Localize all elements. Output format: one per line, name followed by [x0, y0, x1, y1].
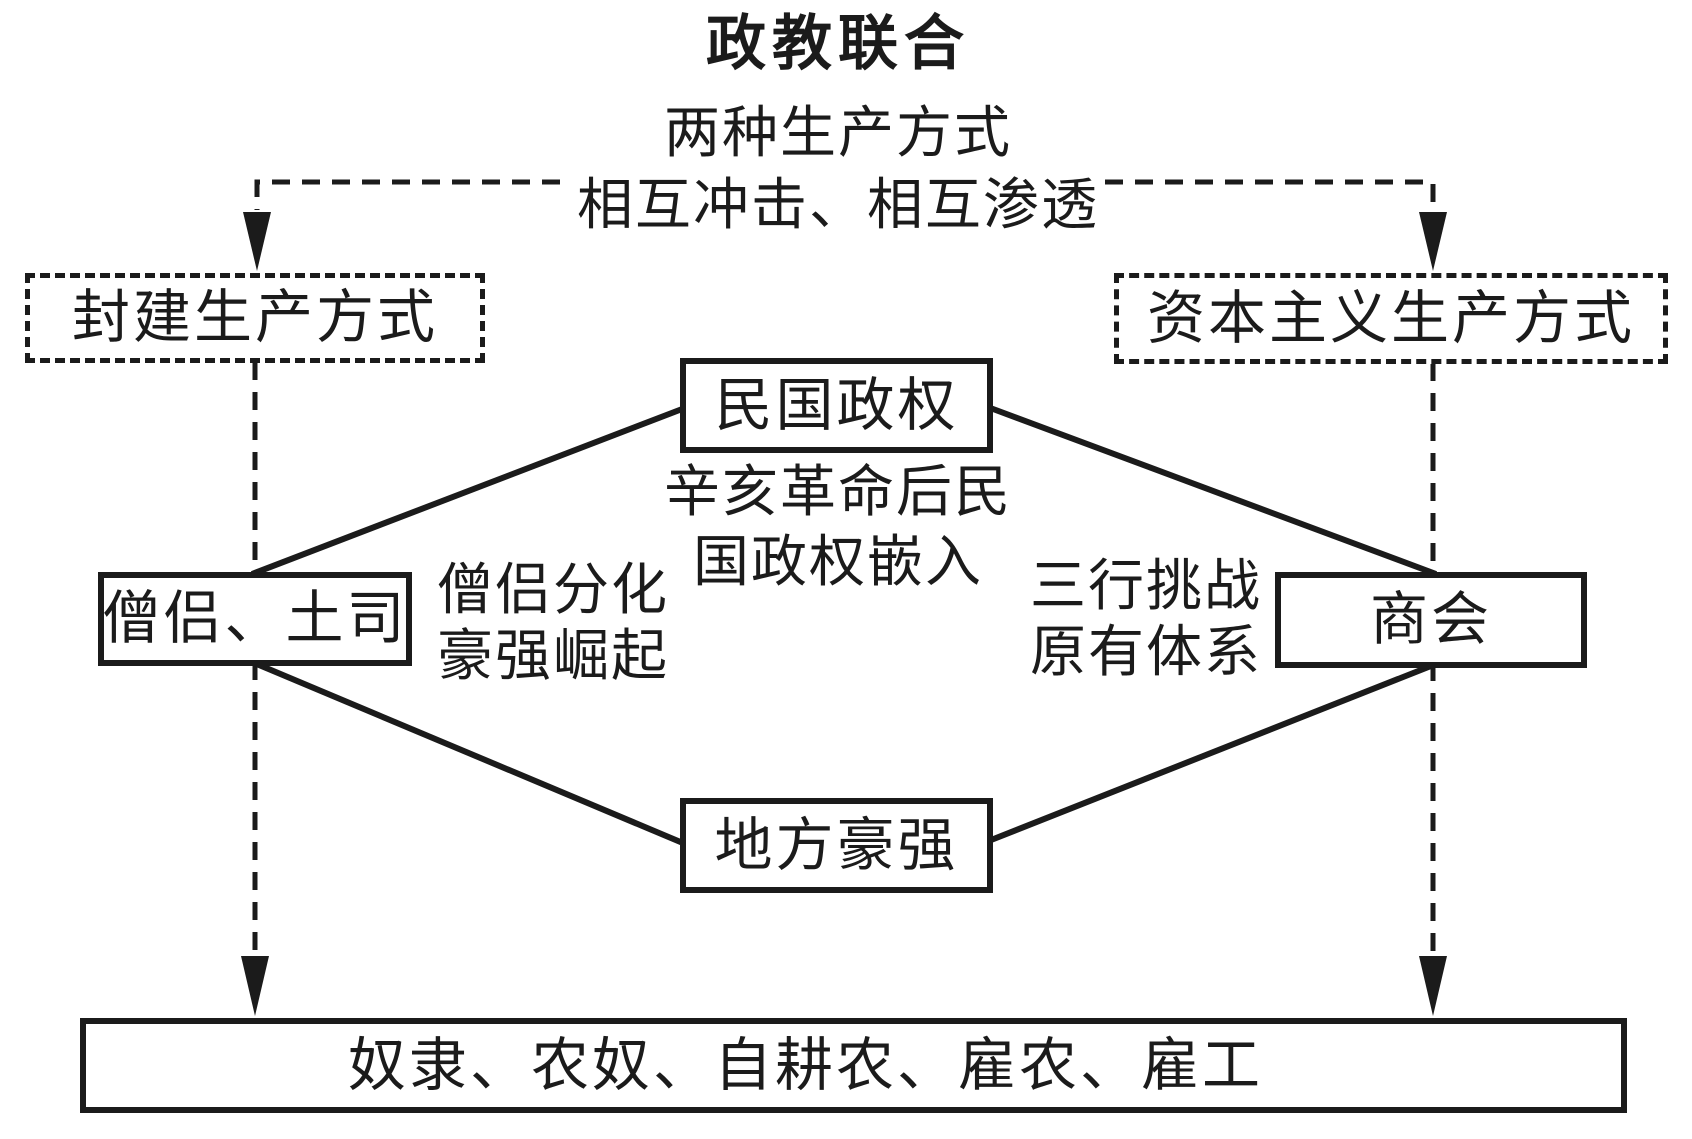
subtitle-line1: 两种生产方式 — [664, 103, 1012, 165]
node-capitalist-mode: 资本主义生产方式 — [1114, 273, 1668, 364]
node-laborers: 奴隶、农奴、自耕农、雇农、雇工 — [80, 1018, 1627, 1113]
annotation-embed: 辛亥革命后民 国政权嵌入 — [558, 458, 1118, 598]
annotation-left-note-line2: 豪强崛起 — [437, 626, 669, 688]
annotation-embed-line2: 国政权嵌入 — [693, 532, 983, 594]
dashed-connector-left — [254, 179, 560, 210]
node-feudal-mode-label: 封建生产方式 — [71, 285, 438, 350]
node-local-strongmen-label: 地方豪强 — [714, 812, 959, 878]
annotation-left-note: 僧侣分化 豪强崛起 — [437, 558, 669, 690]
node-local-strongmen: 地方豪强 — [680, 798, 993, 893]
node-capitalist-mode-label: 资本主义生产方式 — [1146, 285, 1635, 351]
node-monks-tusi-label: 僧侣、土司 — [102, 586, 408, 651]
node-laborers-label: 奴隶、农奴、自耕农、雇农、雇工 — [347, 1032, 1263, 1098]
line-minguo-monks — [250, 403, 692, 577]
node-chamber-of-commerce: 商会 — [1275, 572, 1587, 668]
arrow-down-icon — [241, 956, 269, 1016]
node-chamber-of-commerce-label: 商会 — [1369, 587, 1492, 652]
annotation-right-note-line2: 原有体系 — [1030, 622, 1262, 684]
node-feudal-mode: 封建生产方式 — [25, 273, 485, 363]
dashed-connector-right — [1105, 179, 1436, 210]
node-minguo-regime-label: 民国政权 — [714, 372, 959, 438]
annotation-right-note-line1: 三行挑战 — [1030, 556, 1262, 618]
annotation-embed-line1: 辛亥革命后民 — [664, 462, 1012, 524]
node-minguo-regime: 民国政权 — [680, 358, 993, 453]
node-monks-tusi: 僧侣、土司 — [98, 572, 412, 666]
arrow-down-icon — [243, 212, 271, 271]
subtitle-line2: 相互冲击、相互渗透 — [577, 175, 1099, 237]
annotation-right-note: 三行挑战 原有体系 — [1030, 554, 1262, 686]
line-minguo-chamber — [983, 403, 1438, 577]
annotation-left-note-line1: 僧侣分化 — [437, 560, 669, 622]
line-monks-strongmen — [250, 659, 692, 849]
arrow-down-icon — [1419, 212, 1447, 271]
line-chamber-strongmen — [984, 661, 1438, 845]
page-title: 政教联合 — [706, 10, 970, 77]
arrow-down-icon — [1419, 956, 1447, 1016]
